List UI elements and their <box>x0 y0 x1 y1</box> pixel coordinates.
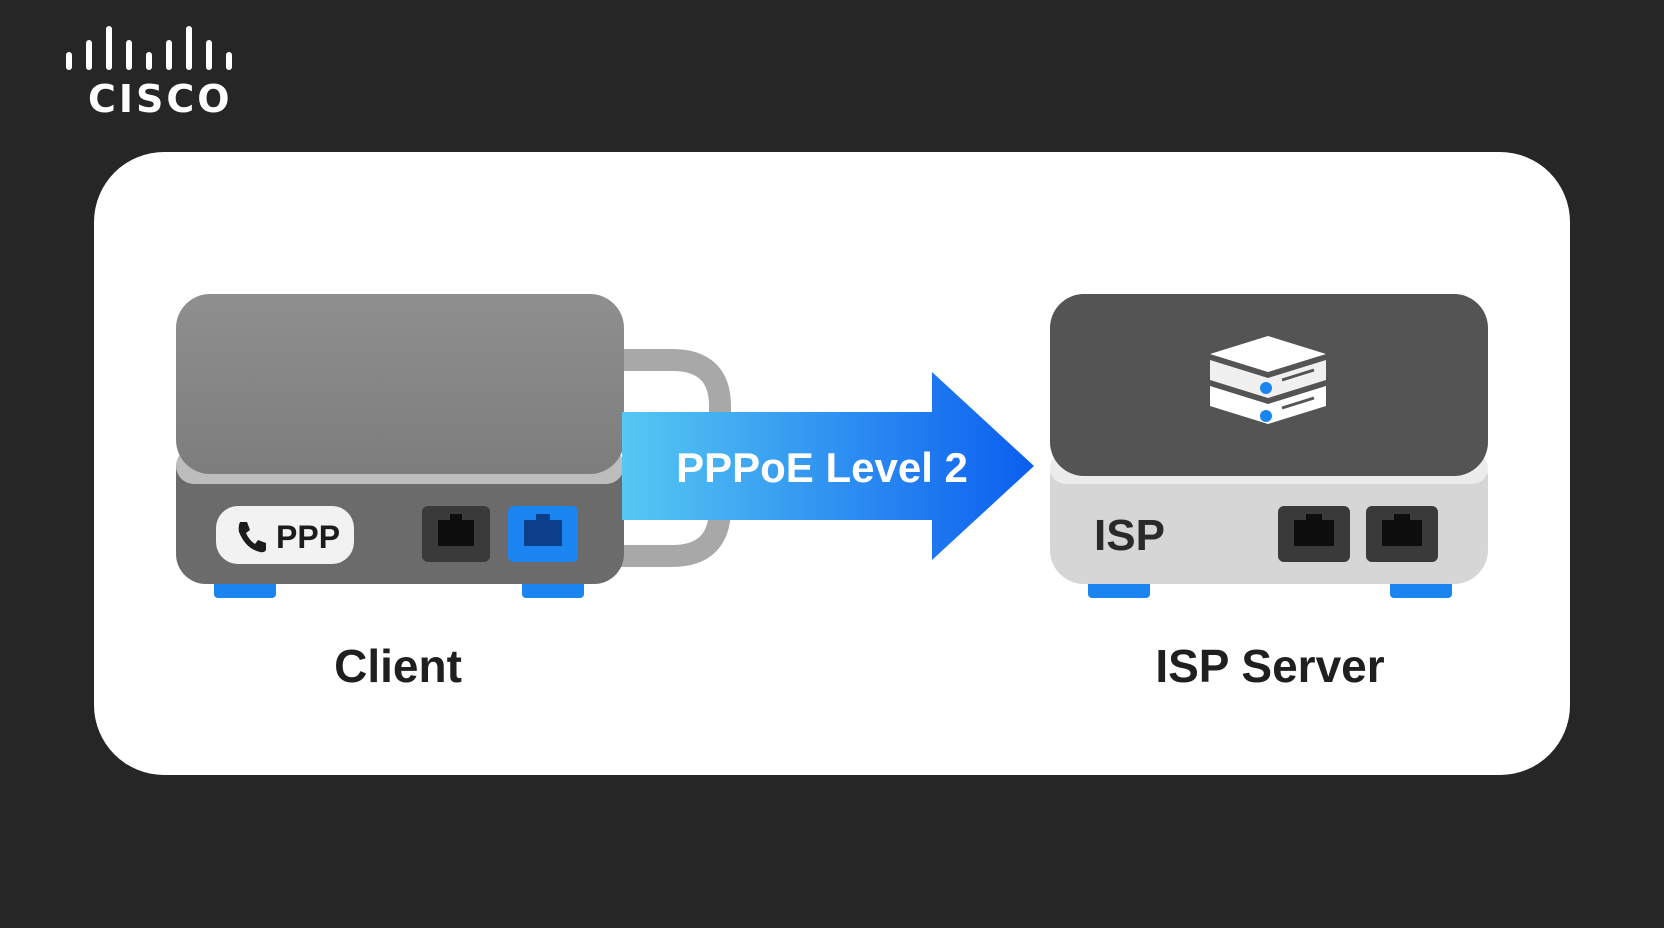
isp-server-label: ISP Server <box>1155 640 1384 692</box>
client-device: PPP <box>176 294 624 598</box>
client-badge-text: PPP <box>276 519 340 555</box>
client-label: Client <box>334 640 462 692</box>
server-side-text: ISP <box>1094 511 1165 560</box>
phone-icon <box>238 522 266 553</box>
arrow-label: PPPoE Level 2 <box>676 444 968 491</box>
cisco-wordmark: CISCO <box>88 77 233 121</box>
cisco-logo: CISCO <box>66 24 242 124</box>
isp-server-device: ISP <box>1050 294 1488 598</box>
server-stack-icon <box>1210 336 1326 424</box>
pppoe-arrow <box>622 372 1034 560</box>
client-top <box>176 294 624 474</box>
ppp-badge <box>216 506 354 564</box>
cisco-bars-icon <box>66 26 232 70</box>
